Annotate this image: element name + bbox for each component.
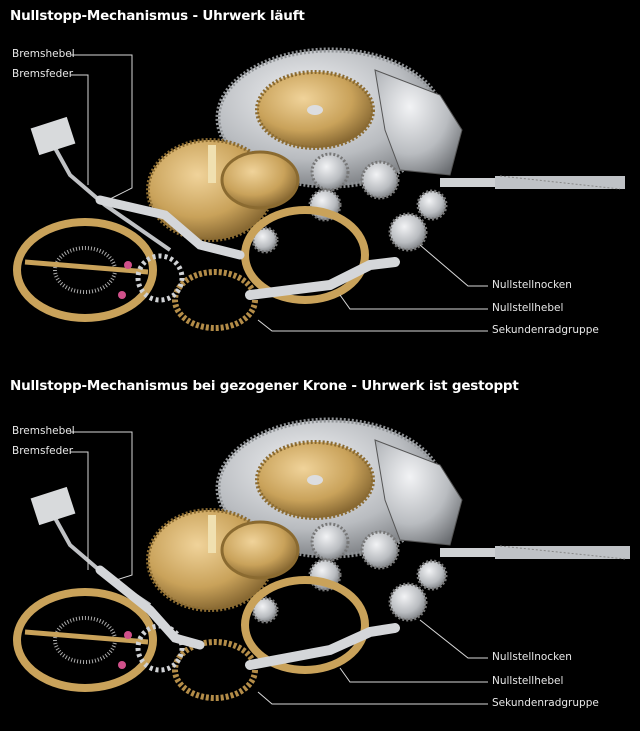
balance-wheel: [13, 588, 157, 692]
reset-lever: [245, 623, 400, 670]
label-bremshebel: Bremshebel: [12, 425, 75, 437]
leader-lines: [70, 431, 488, 705]
label-bremsfeder: Bremsfeder: [12, 445, 74, 457]
label-bremshebel: Bremshebel: [12, 48, 75, 60]
spring-block: [30, 486, 76, 526]
winding-stem: [440, 545, 630, 560]
label-sekundenradgruppe: Sekundenradgruppe: [492, 324, 599, 336]
reset-lever: [245, 257, 400, 300]
lower-wheels: [172, 206, 369, 331]
label-nullstellhebel: Nullstellhebel: [492, 302, 564, 314]
diagram-panel-stopped: Nullstopp-Mechanismus bei gezogener Kron…: [0, 370, 640, 731]
label-nullstellhebel: Nullstellhebel: [492, 675, 564, 687]
winding-stem: [440, 175, 625, 190]
diagram-panel-running: Nullstopp-Mechanismus - Uhrwerk läuft Br…: [0, 0, 640, 360]
steel-pinions: [251, 522, 448, 624]
brake-spring: [43, 129, 172, 252]
brake-lever: [95, 565, 205, 650]
ruby-jewels: [118, 631, 132, 669]
label-sekundenradgruppe: Sekundenradgruppe: [492, 697, 599, 709]
panel-title: Nullstopp-Mechanismus bei gezogener Kron…: [10, 378, 519, 394]
bridge-plate: [374, 69, 463, 176]
balance-wheel: [13, 218, 157, 322]
third-wheel: [146, 138, 300, 242]
movement-illustration: [13, 417, 630, 705]
brake-lever: [95, 195, 245, 260]
movement-illustration: [13, 47, 625, 332]
panel-title: Nullstopp-Mechanismus - Uhrwerk läuft: [10, 8, 305, 24]
third-wheel: [146, 508, 300, 612]
label-nullstellnocken: Nullstellnocken: [492, 651, 572, 663]
center-wheel: [255, 70, 375, 150]
center-wheel: [255, 440, 375, 520]
ruby-jewels: [118, 261, 132, 299]
escape-wheel: [135, 253, 185, 303]
bridge-plate: [374, 439, 463, 546]
label-bremsfeder: Bremsfeder: [12, 68, 74, 80]
leader-lines: [70, 54, 488, 332]
spring-block: [30, 116, 76, 156]
lower-wheels: [172, 576, 369, 701]
label-nullstellnocken: Nullstellnocken: [492, 279, 572, 291]
